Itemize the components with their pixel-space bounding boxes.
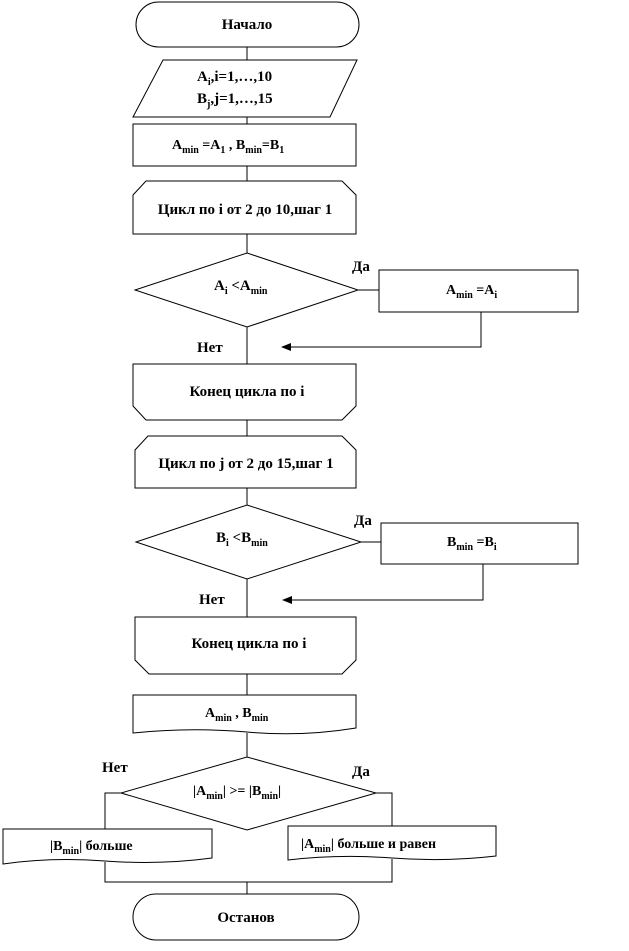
input-line1: Ai,i=1,…,10 bbox=[197, 69, 272, 88]
assign1-label: Amin =Ai bbox=[446, 283, 497, 301]
init-label: Amin =A1 , Bmin=B1 bbox=[172, 138, 284, 156]
init-block: Amin =A1 , Bmin=B1 bbox=[132, 123, 357, 167]
endloop1-label: Конец цикла по i bbox=[190, 384, 305, 400]
init-shape bbox=[132, 123, 357, 167]
loop2-label: Цикл по j от 2 до 15,шаг 1 bbox=[158, 456, 333, 472]
output-block: Amin , Bmin bbox=[132, 694, 357, 735]
decision2-label: Bi <Bmin bbox=[216, 530, 268, 549]
decision2-yes-label: Да bbox=[354, 513, 372, 529]
decision2: Bi <Bmin Да Нет bbox=[134, 504, 372, 608]
assign1-block: Amin =Ai bbox=[378, 269, 579, 313]
endloop1-shape bbox=[132, 363, 357, 421]
decision1-no-label: Нет bbox=[197, 340, 223, 356]
output-label: Amin , Bmin bbox=[205, 706, 269, 724]
endloop2-label: Конец цикла по i bbox=[192, 636, 307, 652]
assign1-shape bbox=[378, 269, 579, 313]
decision3-label: |Amin| >= |Bmin| bbox=[193, 784, 281, 802]
connector-merge bbox=[104, 859, 393, 883]
out-yes-shape bbox=[287, 825, 497, 861]
stop-terminator: Останов bbox=[132, 893, 360, 941]
loop1-label: Цикл по i от 2 до 10,шаг 1 bbox=[158, 202, 332, 218]
out-no-label: |Bmin| больше bbox=[50, 839, 133, 857]
decision1: Ai <Amin Да Нет bbox=[133, 252, 370, 356]
connector-assign2-return bbox=[282, 564, 484, 604]
stop-label: Останов bbox=[217, 910, 274, 926]
output-shape bbox=[132, 694, 357, 735]
loop1-shape bbox=[132, 180, 357, 235]
assign2-label: Bmin =Bi bbox=[447, 535, 497, 553]
connector-cond3-yes bbox=[376, 792, 393, 826]
stop-shape bbox=[132, 893, 360, 941]
loop1-start: Цикл по i от 2 до 10,шаг 1 bbox=[132, 180, 357, 235]
decision3-yes-label: Да bbox=[352, 764, 370, 780]
decision2-no-label: Нет bbox=[199, 592, 225, 608]
connector-cond3-no bbox=[104, 792, 121, 829]
endloop2-shape bbox=[134, 616, 357, 675]
assign2-shape bbox=[380, 522, 579, 565]
start-terminator: Начало bbox=[135, 1, 360, 48]
start-label: Начало bbox=[222, 17, 273, 33]
decision2-shape bbox=[134, 504, 363, 580]
out-yes-block: |Amin| больше и равен bbox=[287, 825, 497, 861]
decision1-label: Ai <Amin bbox=[214, 278, 268, 297]
decision3: |Amin| >= |Bmin| Нет Да bbox=[102, 756, 378, 831]
out-yes-label: |Amin| больше и равен bbox=[301, 837, 436, 855]
decision1-shape bbox=[133, 252, 360, 328]
decision1-yes-label: Да bbox=[352, 259, 370, 275]
assign2-block: Bmin =Bi bbox=[380, 522, 579, 565]
decision3-shape bbox=[119, 756, 378, 831]
connector-assign1-return bbox=[281, 312, 482, 351]
loop1-end: Конец цикла по i bbox=[132, 363, 357, 421]
connectors bbox=[104, 47, 484, 894]
input-line2: Bj,j=1,…,15 bbox=[197, 91, 273, 110]
loop2-shape bbox=[134, 435, 357, 489]
loop2-start: Цикл по j от 2 до 15,шаг 1 bbox=[134, 435, 357, 489]
out-no-block: |Bmin| больше bbox=[2, 828, 213, 865]
out-no-shape bbox=[2, 828, 213, 865]
decision3-no-label: Нет bbox=[102, 760, 128, 776]
input-block: Ai,i=1,…,10 Bj,j=1,…,15 bbox=[132, 59, 358, 118]
start-shape bbox=[135, 1, 360, 48]
input-shape bbox=[132, 59, 358, 118]
loop2-end: Конец цикла по i bbox=[134, 616, 357, 675]
